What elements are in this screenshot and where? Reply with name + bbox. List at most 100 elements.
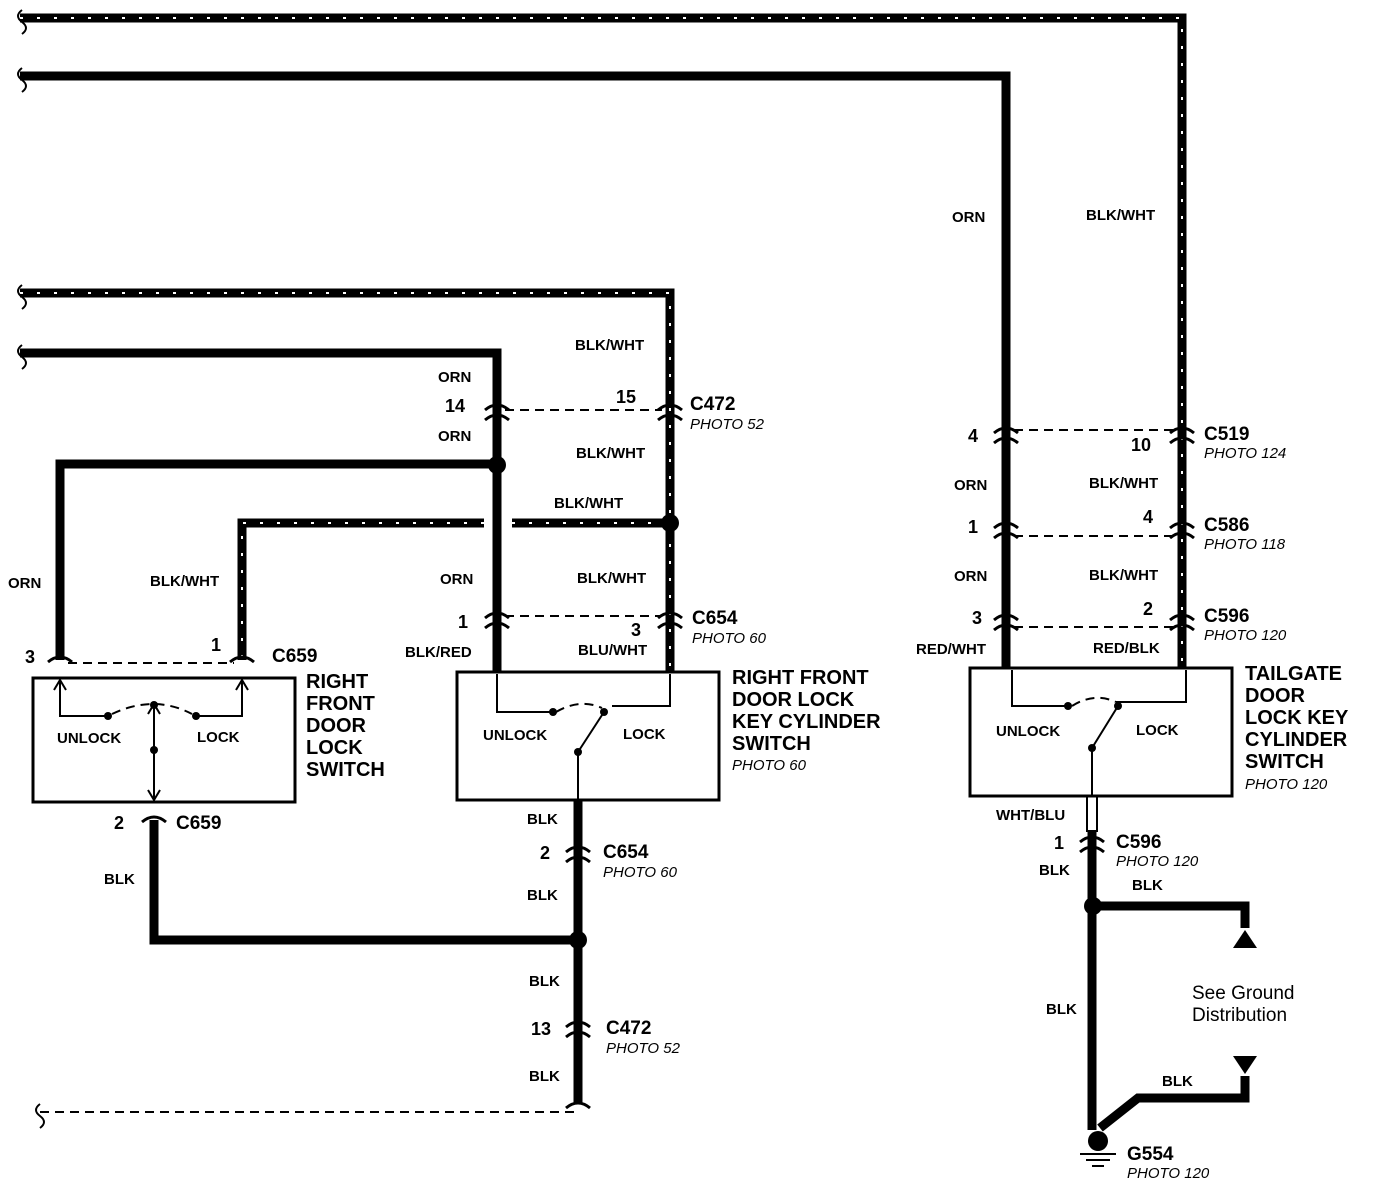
pin-number: 3 [25,647,35,667]
wire-label: BLK/WHT [1089,475,1158,492]
wire-mid-orn [20,348,502,672]
photo-ref: PHOTO 52 [690,416,765,433]
ground-label: G554 [1127,1144,1174,1165]
connector-label: C659 [272,646,317,667]
wire-label: ORN [440,571,473,588]
photo-ref: PHOTO 52 [606,1040,681,1057]
wire-label: BLK/WHT [1086,207,1155,224]
wire-label: ORN [438,369,471,386]
svg-text:DOOR: DOOR [1245,685,1306,707]
photo-ref: PHOTO 120 [1127,1165,1210,1182]
svg-text:PHOTO 60: PHOTO 60 [732,757,807,774]
svg-text:KEY CYLINDER: KEY CYLINDER [732,711,881,733]
svg-text:SWITCH: SWITCH [732,733,811,755]
wire-label: ORN [954,568,987,585]
switch-lock-label: LOCK [1136,722,1179,739]
wire-label: BLK/WHT [577,570,646,587]
ground-ref-up-icon [1233,930,1257,948]
splice-orn [488,456,506,474]
wire-orn-branch [55,459,497,660]
svg-text:CYLINDER: CYLINDER [1245,729,1348,751]
ground-note: See Ground [1192,983,1294,1004]
wire-label: BLK/RED [405,644,472,661]
switch-unlock-label: UNLOCK [57,730,121,747]
connector-label: C596 [1116,832,1161,853]
pin-number: 4 [1143,507,1153,527]
wire-label: BLK/WHT [150,573,219,590]
pin-number: 2 [540,843,550,863]
photo-ref: PHOTO 60 [692,630,767,647]
svg-text:DOOR: DOOR [306,715,367,737]
pin-number: 1 [458,612,468,632]
splice-blk-wht [661,514,679,532]
pin-number: 3 [972,608,982,628]
wire-blk-c659-ground [149,820,578,945]
pin-number: 15 [616,387,636,407]
pin-number: 3 [631,620,641,640]
connector-chevrons [47,403,1195,1110]
wire-top-blk-wht [20,13,1187,668]
svg-text:SWITCH: SWITCH [1245,751,1324,773]
wire-label: BLK [1039,862,1070,879]
photo-ref: PHOTO 124 [1204,445,1286,462]
wire-label: BLK [104,871,135,888]
wire-label: BLK [529,1068,560,1085]
wire-label: BLK [527,811,558,828]
wire-label: ORN [954,477,987,494]
tailgate-key-cylinder-switch-box [968,666,1234,832]
rf-key-cylinder-switch-box [455,670,721,802]
wire-label: RED/BLK [1093,640,1160,657]
wire-blk-ground-down [1097,1076,1250,1132]
wire-label: ORN [952,209,985,226]
pin-number: 2 [1143,599,1153,619]
photo-ref: PHOTO 60 [603,864,678,881]
wire-label: BLK/WHT [1089,567,1158,584]
svg-text:LOCK: LOCK [306,737,363,759]
tailgate-key-cylinder-switch-label: TAILGATE DOOR LOCK KEY CYLINDER SWITCH P… [1245,663,1349,793]
wire-label: BLK [1046,1001,1077,1018]
pin-number: 1 [211,635,221,655]
rf-key-cylinder-switch-label: RIGHT FRONT DOOR LOCK KEY CYLINDER SWITC… [732,667,881,774]
wire-label: BLK [1132,877,1163,894]
wire-label: BLK [527,887,558,904]
wire-label: BLK [1162,1073,1193,1090]
wire-end-symbols [17,9,45,1129]
photo-ref: PHOTO 120 [1116,853,1199,870]
ground-note: Distribution [1192,1005,1287,1026]
wire-label: BLK [529,973,560,990]
pin-number: 1 [1054,833,1064,853]
wire-blk-ground-up [1092,901,1250,928]
wire-label: WHT/BLU [996,807,1065,824]
svg-text:DOOR LOCK: DOOR LOCK [732,689,855,711]
splice-tailgate-blk [1084,897,1102,915]
wire-label: ORN [8,575,41,592]
switch-lock-label: LOCK [623,726,666,743]
connector-label: C586 [1204,515,1249,536]
switch-unlock-label: UNLOCK [483,727,547,744]
connector-label: C654 [603,842,649,863]
wire-label: BLK/WHT [576,445,645,462]
svg-text:TAILGATE: TAILGATE [1245,663,1342,685]
photo-ref: PHOTO 120 [1204,627,1287,644]
svg-text:RIGHT: RIGHT [306,671,368,693]
wire-blk-wht-branch [237,518,670,660]
svg-text:FRONT: FRONT [306,693,375,715]
connector-label: C519 [1204,424,1249,445]
wire-mid-blk-wht [20,288,675,672]
wire-label: ORN [438,428,471,445]
connector-label: C596 [1204,606,1249,627]
rf-door-lock-switch-box [31,676,297,804]
splice-blk [569,931,587,949]
svg-text:LOCK KEY: LOCK KEY [1245,707,1349,729]
switch-unlock-label: UNLOCK [996,723,1060,740]
pin-number: 2 [114,813,124,833]
pin-number: 13 [531,1019,551,1039]
rf-door-lock-switch-label: RIGHT FRONT DOOR LOCK SWITCH [306,671,385,781]
svg-text:SWITCH: SWITCH [306,759,385,781]
pin-number: 10 [1131,435,1151,455]
pin-number: 1 [968,517,978,537]
ground-ref-down-icon [1233,1056,1257,1074]
pin-number: 14 [445,396,465,416]
photo-ref: PHOTO 118 [1204,536,1286,553]
